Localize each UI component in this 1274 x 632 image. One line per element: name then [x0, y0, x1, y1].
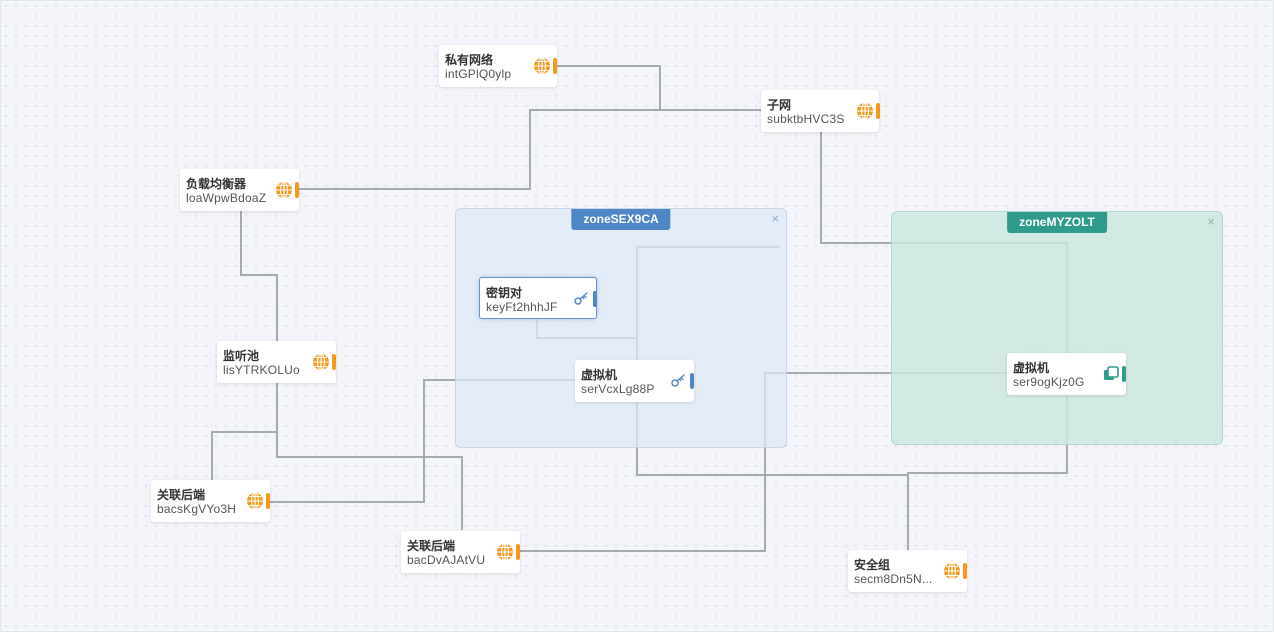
node-security-group[interactable]: 安全组 secm8Dn5N... — [848, 550, 967, 592]
node-type: 关联后端 — [407, 539, 456, 553]
node-id: secm8Dn5N... — [854, 572, 933, 586]
globe-icon — [497, 543, 513, 561]
node-port[interactable] — [295, 182, 299, 198]
node-port[interactable] — [690, 373, 694, 389]
node-subnet[interactable]: 子网 subktbHVC3S — [761, 90, 880, 132]
zone-title: zoneMYZOLT — [1007, 212, 1107, 233]
zone-close-icon[interactable]: × — [771, 211, 779, 226]
node-type: 密钥对 — [486, 286, 523, 300]
node-type: 子网 — [767, 98, 792, 112]
globe-icon — [857, 102, 873, 120]
node-associated-backend[interactable]: 关联后端 bacDvAJAtVU — [401, 531, 520, 573]
node-port[interactable] — [553, 58, 557, 74]
node-type: 私有网络 — [445, 53, 494, 67]
node-key-pair[interactable]: 密钥对 keyFt2hhhJF — [479, 277, 597, 319]
globe-icon — [534, 57, 550, 75]
zone-sex9ca[interactable]: zoneSEX9CA × — [455, 208, 787, 448]
node-id: serVcxLg88P — [581, 382, 655, 396]
node-port[interactable] — [876, 103, 880, 119]
node-type: 安全组 — [854, 558, 891, 572]
node-type: 负载均衡器 — [186, 177, 247, 191]
node-id: intGPlQ0ylp — [445, 67, 512, 81]
node-virtual-machine[interactable]: 虚拟机 ser9ogKjz0G — [1007, 353, 1126, 395]
node-private-network[interactable]: 私有网络 intGPlQ0ylp — [439, 45, 557, 87]
node-port[interactable] — [266, 493, 270, 509]
node-type: 虚拟机 — [1013, 361, 1050, 375]
node-id: bacsKgVYo3H — [157, 502, 237, 516]
zone-title: zoneSEX9CA — [571, 209, 671, 230]
node-listener-pool[interactable]: 监听池 lisYTRKOLUo — [217, 341, 336, 383]
node-type: 监听池 — [223, 349, 260, 363]
globe-icon — [944, 562, 960, 580]
node-port[interactable] — [1122, 366, 1126, 382]
node-id: keyFt2hhhJF — [486, 300, 558, 314]
node-associated-backend[interactable]: 关联后端 bacsKgVYo3H — [151, 480, 270, 522]
node-port[interactable] — [963, 563, 967, 579]
node-id: loaWpwBdoaZ — [186, 191, 267, 205]
node-type: 虚拟机 — [581, 368, 618, 382]
copy-icon — [1104, 366, 1119, 380]
node-type: 关联后端 — [157, 488, 206, 502]
zone-close-icon[interactable]: × — [1207, 214, 1215, 229]
globe-icon — [247, 492, 263, 510]
node-id: subktbHVC3S — [767, 112, 845, 126]
node-port[interactable] — [332, 354, 336, 370]
node-load-balancer[interactable]: 负载均衡器 loaWpwBdoaZ — [180, 169, 299, 211]
zone-myzolt[interactable]: zoneMYZOLT × — [891, 211, 1223, 445]
node-id: ser9ogKjz0G — [1013, 375, 1085, 389]
node-virtual-machine[interactable]: 虚拟机 serVcxLg88P — [575, 360, 694, 402]
node-id: bacDvAJAtVU — [407, 553, 486, 567]
globe-icon — [276, 181, 292, 199]
globe-icon — [313, 353, 329, 371]
key-icon — [671, 374, 685, 387]
key-icon — [574, 292, 588, 305]
node-port[interactable] — [516, 544, 520, 560]
node-id: lisYTRKOLUo — [223, 363, 300, 377]
node-port[interactable] — [593, 291, 597, 307]
